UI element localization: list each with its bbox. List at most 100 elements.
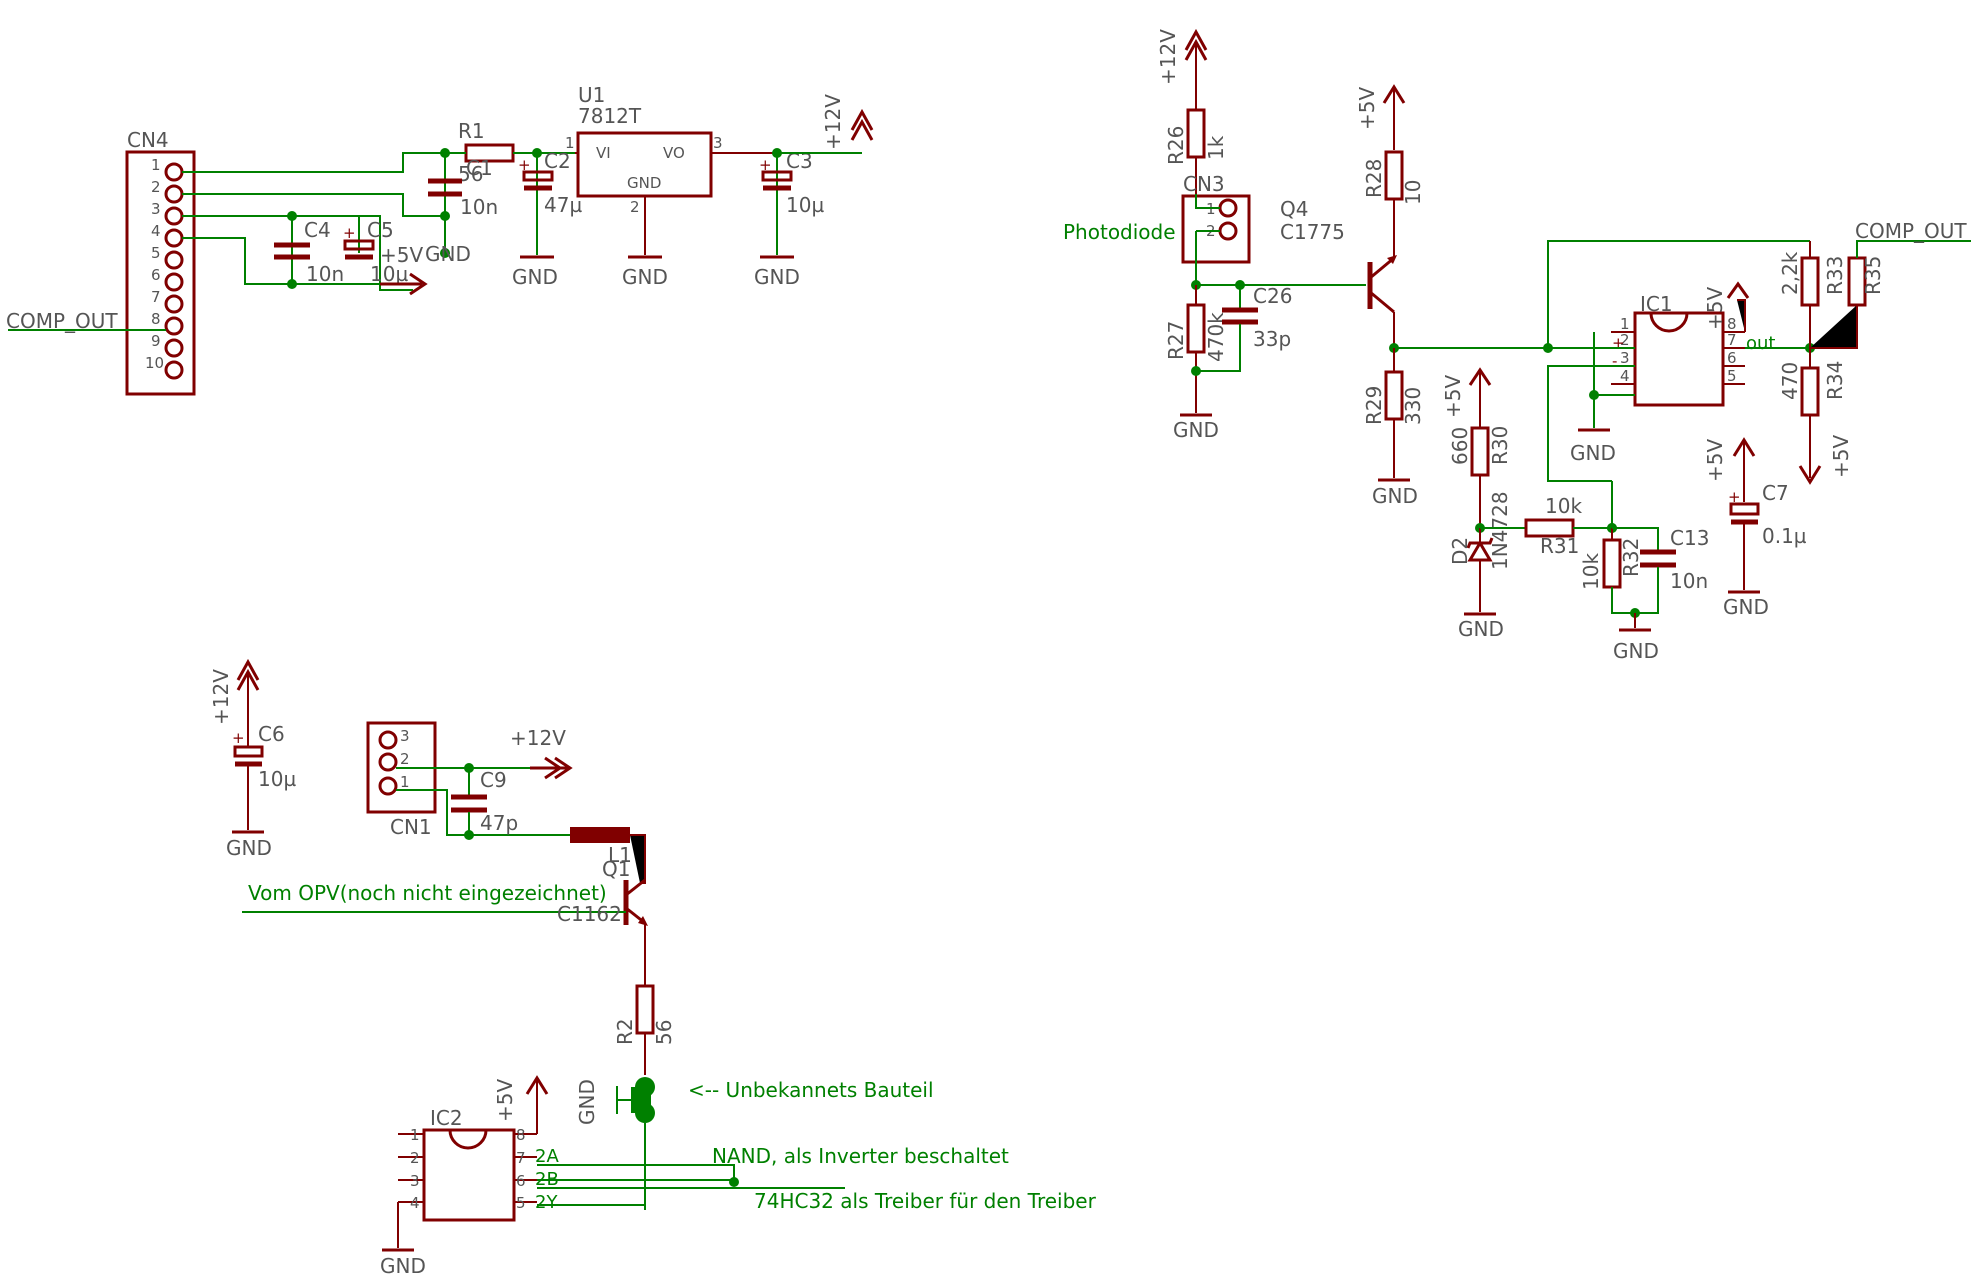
gnd-label-r32: GND (1613, 639, 1659, 663)
ic2-pin-2: 2 (410, 1149, 420, 1167)
photodiode-label: Photodiode (1063, 220, 1176, 244)
q1-type: C1162 (557, 902, 622, 926)
r27-value: 470k (1204, 312, 1228, 362)
cn4-pin-1: 1 (151, 156, 161, 174)
r2-value: 56 (652, 1020, 676, 1045)
net-2y-label: 2Y (535, 1192, 558, 1213)
r26-resistor: R26 1k (1164, 108, 1228, 194)
svg-text:+: + (759, 156, 772, 174)
r2-resistor: R2 56 (613, 984, 676, 1075)
r30-value: 660 (1448, 427, 1472, 465)
ic1-pin-6: 6 (1727, 349, 1737, 367)
u1-regulator: U1 7812T VI VO GND 1 3 2 GND (565, 83, 780, 289)
r33-value: 2,2k (1778, 251, 1802, 295)
r1-value: 56 (458, 162, 483, 186)
r33-resistor: 2,2k R33 (1778, 241, 1847, 348)
ic2-pin-1: 1 (410, 1126, 420, 1144)
r32-value: 10k (1579, 553, 1603, 590)
r26-label: R26 (1164, 126, 1188, 165)
plus5v-label-3: +5V (1703, 287, 1727, 330)
q4-label: Q4 (1280, 197, 1308, 221)
l1-label: L1 (608, 843, 632, 867)
ic2-pin-5: 5 (516, 1194, 526, 1212)
c26-label: C26 (1253, 284, 1292, 308)
ic2-pin-8: 8 (516, 1126, 526, 1144)
plus5v-label-2: +5V (1355, 87, 1379, 130)
r35-label: R35 (1861, 256, 1885, 295)
c13-value: 10n (1670, 569, 1708, 593)
gnd-label-unknown: GND (575, 1079, 599, 1125)
r31-resistor: 10k R31 (1480, 494, 1612, 558)
u1-pin-1: 1 (565, 134, 575, 152)
u1-type: 7812T (578, 104, 642, 128)
r31-value: 10k (1545, 494, 1582, 518)
ic2-pin-6: 6 (516, 1172, 526, 1190)
r26-value: 1k (1204, 135, 1228, 160)
r32-label: R32 (1619, 538, 1643, 577)
ic2-pin-3: 3 (410, 1172, 420, 1190)
emitter-node (1389, 343, 1600, 353)
ic1-plus: + (1612, 334, 1625, 352)
d2-label: D2 (1448, 537, 1472, 565)
cn4-pin-5: 5 (151, 244, 161, 262)
gnd-label-c6: GND (226, 836, 272, 860)
d2-zener-diode: D2 1N4728 GND (1448, 491, 1512, 641)
cn3-label: CN3 (1183, 172, 1225, 196)
ic1-pin-2: 2 (1620, 331, 1630, 349)
ic1-pin-4: 4 (1620, 367, 1630, 385)
gnd-label-u1: GND (622, 265, 668, 289)
q1-transistor: Q1 C1162 Vom OPV(noch nicht eingezeichne… (242, 857, 648, 985)
plus12v-arrow-r26: +12V (1156, 29, 1208, 110)
r29-resistor: R29 330 GND (1362, 348, 1425, 508)
ic2-nets: 2A 2B 2Y NAND, als Inverter beschaltet 7… (535, 1144, 1097, 1213)
unknown-label: <-- Unbekannets Bauteil (688, 1078, 934, 1102)
cn4-label: CN4 (127, 128, 169, 152)
gnd-label-ic2: GND (380, 1254, 426, 1278)
gnd-label-c7: GND (1723, 595, 1769, 619)
cn1-pin-2: 2 (400, 750, 410, 768)
gnd-label-d2: GND (1458, 617, 1504, 641)
plus5v-arrow-r28: +5V (1355, 84, 1406, 150)
ic2-pin-4: 4 (410, 1194, 420, 1212)
r29-label: R29 (1362, 386, 1386, 425)
c7-capacitor: + +5V C7 0.1µ GND (1703, 437, 1807, 619)
cn1-label: CN1 (390, 815, 432, 839)
r1-resistor: R1 56 (449, 119, 575, 186)
c3-value: 10µ (786, 193, 824, 217)
r29-value: 330 (1401, 387, 1425, 425)
r30-resistor: 660 R30 (1448, 426, 1512, 533)
c3-capacitor: + C3 10µ GND (754, 148, 824, 289)
ic1-wires: GND out (1547, 240, 1815, 482)
hc32-note: 74HC32 als Treiber für den Treiber (754, 1189, 1097, 1213)
ic2-pin-7: 7 (516, 1149, 526, 1167)
ic1-minus: - (1612, 352, 1617, 370)
plus12v-label-2: +12V (1156, 29, 1180, 85)
net-2b-label: 2B (535, 1169, 559, 1190)
c1-label: C1 (466, 156, 493, 180)
c5-value: 10µ (370, 262, 408, 286)
gnd-label-r29: GND (1372, 484, 1418, 508)
comp-out-right-label: COMP_OUT (1855, 219, 1967, 243)
gnd-label-c3: GND (754, 265, 800, 289)
c13-capacitor: C13 10n (1612, 526, 1709, 593)
ic1-pin-7: 7 (1727, 331, 1737, 349)
cn1-pin-3: 3 (400, 727, 410, 745)
plus5v-arrow-cn4: +5V (380, 243, 428, 296)
cn1-connector: 3 2 1 CN1 (366, 721, 437, 839)
cn4-connector: CN4 1 2 3 4 5 6 7 8 9 10 (125, 128, 196, 396)
c2-capacitor: + C2 47µ GND (512, 148, 582, 289)
cn1-pin-1: 1 (400, 773, 410, 791)
c26-capacitor: C26 33p (1196, 284, 1292, 372)
r33-label: R33 (1823, 256, 1847, 295)
u1-pin-3: 3 (713, 134, 723, 152)
c7-value: 0.1µ (1762, 524, 1807, 548)
ic1-pin-3: 3 (1620, 349, 1630, 367)
r28-value: 10 (1401, 180, 1425, 205)
c6-value: 10µ (258, 767, 296, 791)
plus5v-label-5: +5V (1441, 375, 1465, 418)
plus12v-label-3: +12V (209, 669, 233, 725)
c13-label: C13 (1670, 526, 1709, 550)
cn4-pin-4: 4 (151, 222, 161, 240)
c26-value: 33p (1253, 327, 1291, 351)
